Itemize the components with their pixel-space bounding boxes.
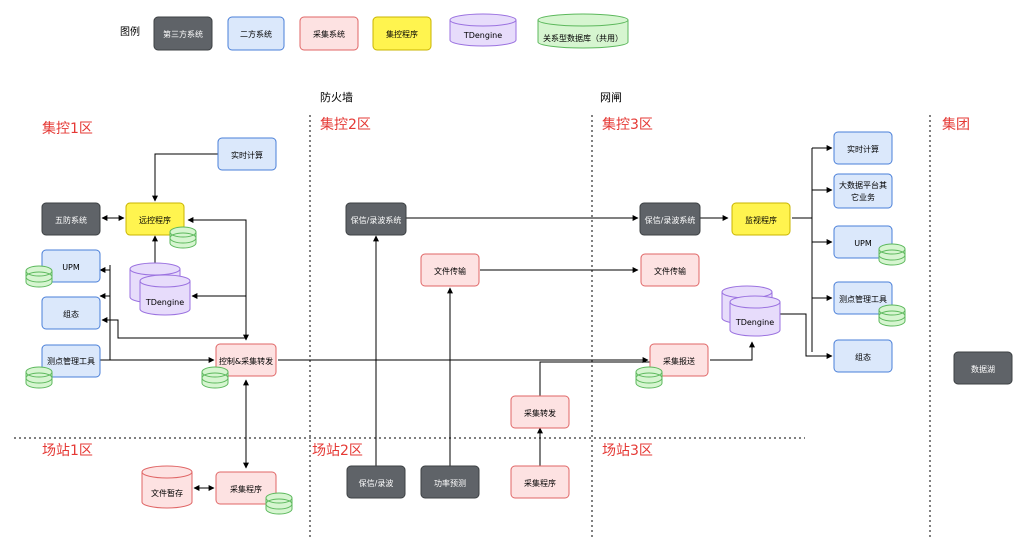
bigdata-line1: 大数据平台其	[839, 180, 887, 190]
node-file-transfer-zone3: 文件传输	[640, 253, 700, 287]
svg-text:文件传输: 文件传输	[434, 266, 466, 276]
rdb-badge	[635, 366, 663, 389]
node-bigdata-platform: 大数据平台其 它业务	[833, 173, 893, 209]
rdb-badge	[169, 226, 197, 249]
node-tdengine-zone1: TDengine	[129, 262, 191, 316]
svg-text:实时计算: 实时计算	[847, 144, 879, 154]
svg-text:第三方系统: 第三方系统	[163, 29, 203, 39]
svg-text:TDengine: TDengine	[145, 298, 184, 307]
svg-text:功率预测: 功率预测	[434, 478, 466, 488]
node-realtime-calc-zone1: 实时计算	[217, 137, 277, 171]
node-data-lake: 数据湖	[953, 351, 1013, 385]
svg-text:控制&采集转发: 控制&采集转发	[219, 356, 273, 366]
node-measure-tool-zone1: 测点管理工具	[25, 344, 101, 389]
node-collect-program-site3: 采集程序	[510, 465, 570, 499]
node-realtime-calc-group: 实时计算	[833, 131, 893, 165]
svg-text:TDengine: TDengine	[463, 31, 502, 40]
node-remote-control-program: 远控程序	[125, 202, 197, 249]
svg-text:保信/录波系统: 保信/录波系统	[351, 215, 402, 225]
svg-text:文件暂存: 文件暂存	[151, 488, 183, 498]
node-upm-zone1: UPM	[25, 249, 101, 288]
svg-text:采集转发: 采集转发	[524, 408, 556, 418]
node-protection-recorder-system-zone2: 保信/录波系统	[345, 202, 407, 236]
node-file-temp-storage: 文件暂存	[141, 465, 193, 509]
zone1-label: 集控1区	[42, 120, 93, 137]
node-collect-program-site1: 采集程序	[215, 471, 293, 515]
zone-labels: 集控1区 集控2区 集控3区 集团 场站1区 场站2区 场站3区	[42, 116, 970, 459]
svg-text:采集程序: 采集程序	[524, 478, 556, 488]
svg-text:实时计算: 实时计算	[231, 150, 263, 160]
node-zutai-zone1: 组态	[41, 296, 101, 330]
node-file-transfer-zone2: 文件传输	[420, 253, 480, 287]
svg-text:集控程序: 集控程序	[386, 29, 418, 39]
svg-text:测点管理工具: 测点管理工具	[839, 294, 887, 304]
svg-text:测点管理工具: 测点管理工具	[47, 356, 95, 366]
node-monitor-program: 监视程序	[731, 202, 791, 236]
rdb-badge	[201, 366, 229, 389]
svg-text:关系型数据库（共用）: 关系型数据库（共用）	[543, 33, 623, 43]
svg-text:保信/录波系统: 保信/录波系统	[645, 215, 696, 225]
node-upm-group: UPM	[833, 225, 906, 266]
svg-text:远控程序: 远控程序	[139, 215, 171, 225]
legend-control: 集控程序	[372, 16, 432, 51]
legend-second-party: 二方系统	[227, 16, 285, 51]
svg-text:保信/录波: 保信/录波	[359, 478, 394, 488]
legend-title: 图例	[120, 25, 140, 38]
svg-text:数据湖: 数据湖	[971, 364, 995, 374]
node-collect-report: 采集报送	[635, 343, 709, 389]
rdb-badge	[265, 492, 293, 515]
node-measure-tool-group: 测点管理工具	[833, 281, 906, 327]
node-wufang-system: 五防系统	[41, 202, 101, 236]
node-tdengine-zone3: TDengine	[721, 285, 781, 337]
node-collect-forward: 采集转发	[510, 395, 570, 429]
legend-collect: 采集系统	[299, 16, 359, 51]
node-control-collect-forward: 控制&采集转发	[201, 343, 277, 389]
rdb-badge	[878, 243, 906, 266]
zone2-label: 集控2区	[320, 116, 371, 133]
gateway-label: 网闸	[600, 91, 622, 104]
svg-text:文件传输: 文件传输	[654, 266, 686, 276]
svg-text:二方系统: 二方系统	[240, 29, 272, 39]
svg-text:五防系统: 五防系统	[55, 215, 87, 225]
bigdata-line2: 它业务	[851, 192, 875, 202]
svg-text:TDengine: TDengine	[735, 318, 774, 327]
site2-label: 场站2区	[312, 443, 363, 459]
rdb-badge	[25, 265, 53, 288]
group-label: 集团	[942, 116, 970, 133]
svg-text:组态: 组态	[63, 309, 79, 319]
svg-text:监视程序: 监视程序	[745, 215, 777, 225]
svg-text:组态: 组态	[855, 352, 871, 362]
svg-text:采集程序: 采集程序	[230, 484, 262, 494]
site1-label: 场站1区	[42, 443, 93, 459]
rdb-badge	[878, 304, 906, 327]
rdb-badge	[25, 366, 53, 389]
zone-dividers	[14, 115, 931, 540]
legend-third-party: 第三方系统	[153, 16, 213, 51]
zone3-label: 集控3区	[602, 116, 653, 133]
connections	[99, 145, 833, 491]
firewall-label: 防火墙	[320, 90, 353, 104]
node-power-prediction: 功率预测	[420, 465, 480, 499]
site3-label: 场站3区	[602, 443, 653, 459]
node-protection-recorder-system-zone3: 保信/录波系统	[639, 202, 701, 236]
svg-text:采集报送: 采集报送	[663, 356, 695, 366]
node-protection-recorder-site2: 保信/录波	[346, 465, 406, 499]
node-zutai-group: 组态	[833, 339, 893, 373]
legend: 图例 第三方系统 二方系统 采集系统 集控程序 TDengine 关系型数据库（…	[120, 13, 629, 51]
legend-relational-db: 关系型数据库（共用）	[537, 13, 629, 49]
svg-text:UPM: UPM	[62, 263, 80, 272]
legend-tdengine: TDengine	[449, 13, 517, 47]
svg-text:UPM: UPM	[854, 239, 872, 248]
svg-text:采集系统: 采集系统	[313, 29, 345, 39]
